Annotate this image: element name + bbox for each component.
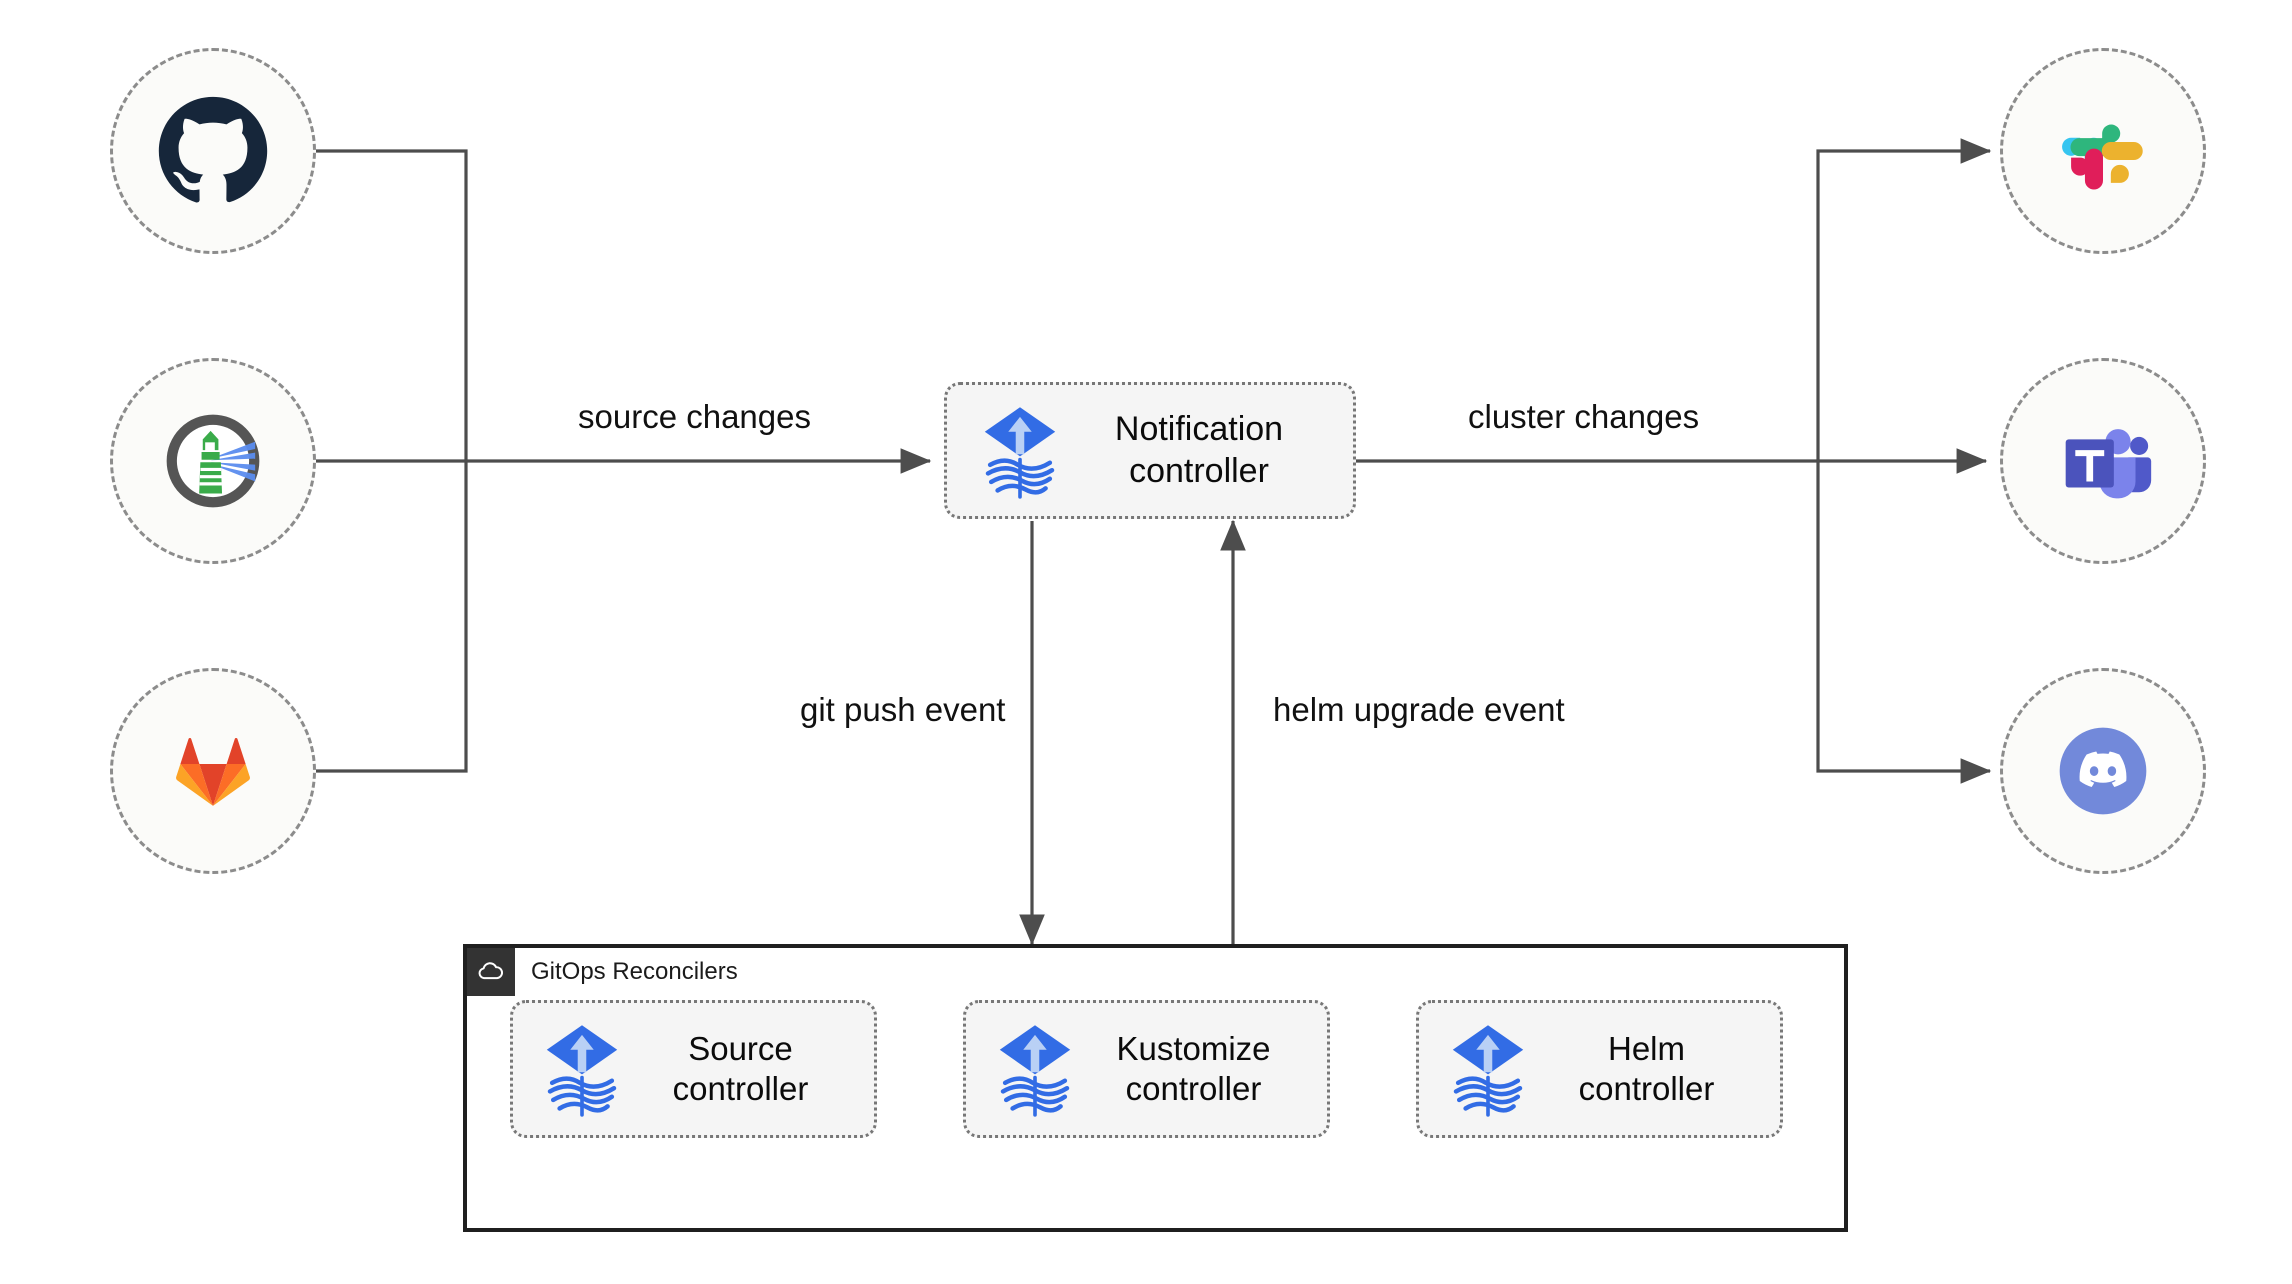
edge-label-helm-upgrade-event: helm upgrade event: [1273, 691, 1565, 728]
wire-bus-to-slack: [1816, 138, 1992, 461]
source-node-github[interactable]: [110, 48, 316, 254]
source-controller-box[interactable]: Source controller: [510, 1000, 877, 1138]
flux-logo-icon: [984, 406, 1056, 499]
notification-controller-label: Notification controller: [1114, 410, 1284, 490]
notification-controller-box[interactable]: Notification controller: [944, 382, 1356, 519]
destination-node-teams[interactable]: [2000, 358, 2206, 564]
destination-node-discord[interactable]: [2000, 668, 2206, 874]
kustomize-controller-box[interactable]: Kustomize controller: [963, 1000, 1330, 1138]
gitops-reconcilers-title: GitOps Reconcilers: [531, 958, 738, 985]
wire-gitlab-to-bus: [316, 461, 468, 773]
helm-controller-label: Helm controller: [1578, 1029, 1715, 1107]
source-node-harbor[interactable]: [110, 358, 316, 564]
gitops-reconcilers-header: GitOps Reconcilers: [467, 948, 738, 996]
slack-icon: [2062, 124, 2143, 190]
discord-icon: [2059, 727, 2147, 815]
gitlab-icon: [176, 737, 250, 806]
flux-logo-icon: [546, 1025, 618, 1117]
wire-bus-to-discord: [1816, 461, 1992, 784]
flux-logo-icon: [1452, 1025, 1524, 1117]
cloud-icon: [478, 962, 504, 980]
source-node-gitlab[interactable]: [110, 668, 316, 874]
flux-logo-icon: [999, 1025, 1071, 1117]
microsoft-teams-icon: [2065, 429, 2152, 499]
cloud-badge: [467, 948, 515, 996]
destination-node-slack[interactable]: [2000, 48, 2206, 254]
source-controller-label: Source controller: [672, 1029, 809, 1107]
harbor-icon: [166, 414, 260, 508]
edge-label-source-changes: source changes: [578, 398, 811, 435]
wire-github-to-bus: [316, 149, 468, 461]
kustomize-controller-label: Kustomize controller: [1116, 1029, 1271, 1107]
edge-label-cluster-changes: cluster changes: [1468, 398, 1700, 435]
github-icon: [158, 96, 268, 203]
edge-label-git-push-event: git push event: [800, 691, 1006, 728]
helm-controller-box[interactable]: Helm controller: [1416, 1000, 1783, 1138]
